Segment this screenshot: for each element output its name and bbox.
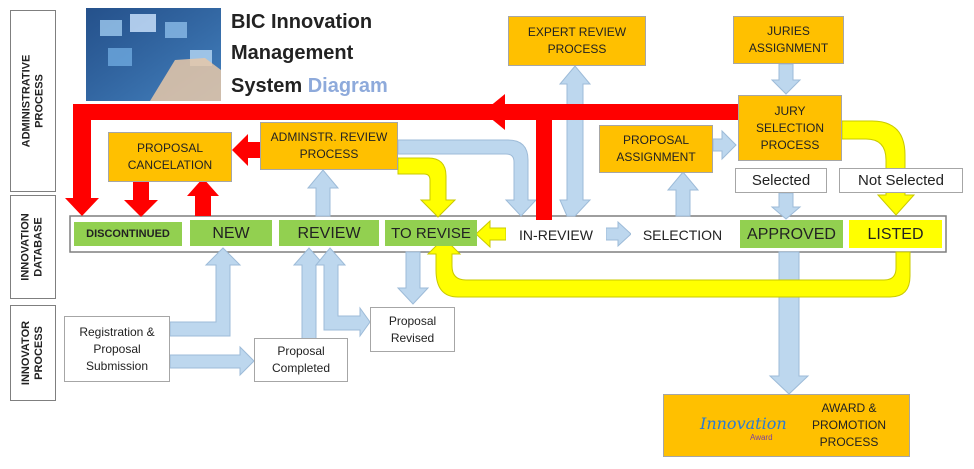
status-selection[interactable]: SELECTION: [631, 222, 734, 248]
proposal-cancelation[interactable]: PROPOSAL CANCELATION: [108, 132, 232, 182]
jury-selection-process[interactable]: JURY SELECTION PROCESS: [738, 95, 842, 161]
header-photo: [86, 8, 221, 101]
title-line-3: System Diagram: [231, 75, 388, 98]
status-new[interactable]: NEW: [190, 220, 272, 246]
registration-submission[interactable]: Registration & Proposal Submission: [64, 316, 170, 382]
title-system: System: [231, 75, 303, 97]
status-approved[interactable]: APPROVED: [740, 220, 843, 248]
status-review[interactable]: REVIEW: [279, 220, 379, 246]
award-promotion-process[interactable]: AWARD & PROMOTION PROCESS: [663, 394, 910, 457]
status-to-revise[interactable]: TO REVISE: [385, 220, 477, 246]
juries-assignment[interactable]: JURIES ASSIGNMENT: [733, 16, 844, 64]
logo-subtext: Award: [750, 433, 773, 442]
status-listed[interactable]: LISTED: [849, 220, 942, 248]
not-selected-label: Not Selected: [839, 168, 963, 193]
award-promotion-label: AWARD & PROMOTION PROCESS: [812, 401, 886, 449]
expert-review-process[interactable]: EXPERT REVIEW PROCESS: [508, 16, 646, 66]
proposal-revised[interactable]: Proposal Revised: [370, 307, 455, 352]
proposal-assignment[interactable]: PROPOSAL ASSIGNMENT: [599, 125, 713, 173]
title-line-2: Management: [231, 42, 354, 64]
title-diagram: Diagram: [307, 75, 388, 97]
red-arrows: [65, 94, 738, 220]
status-in-review[interactable]: IN-REVIEW: [506, 222, 606, 248]
selected-label: Selected: [735, 168, 827, 193]
admin-review-process[interactable]: ADMINSTR. REVIEW PROCESS: [260, 122, 398, 170]
proposal-completed[interactable]: Proposal Completed: [254, 338, 348, 382]
title-line-1: BIC Innovation: [231, 11, 373, 33]
status-discontinued[interactable]: DISCONTINUED: [74, 222, 182, 246]
logo-text: Innovation: [700, 414, 787, 433]
